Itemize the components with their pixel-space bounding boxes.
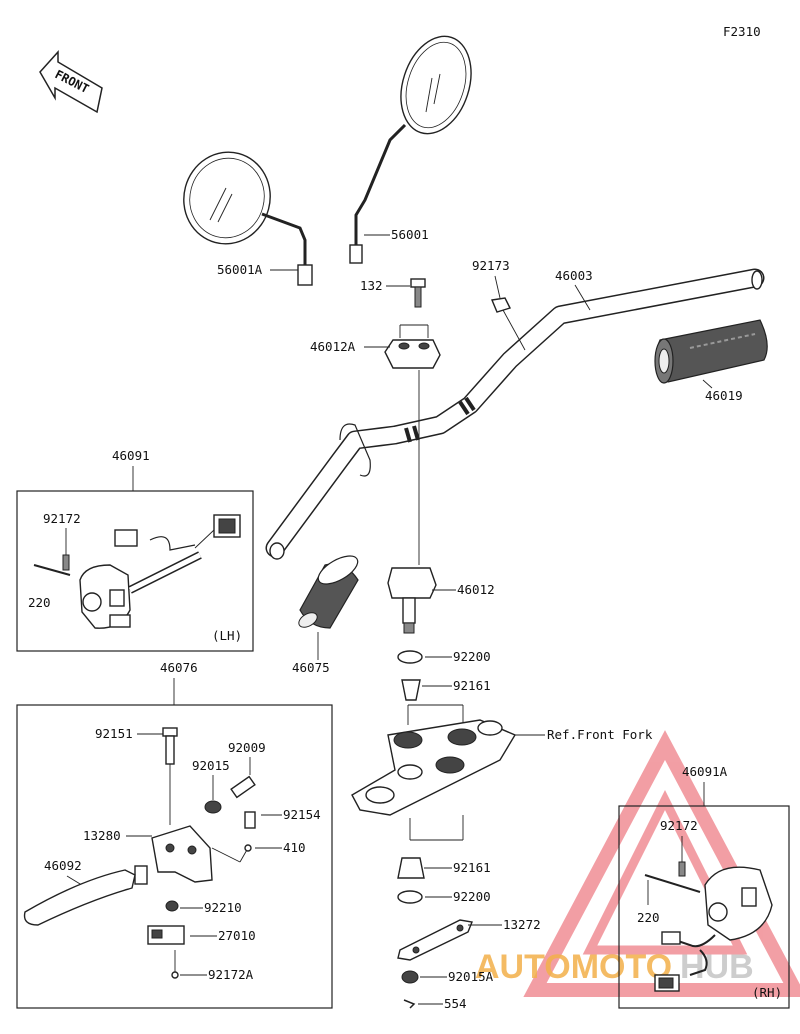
- damper-92161-bottom: [397, 857, 425, 879]
- clamp-upper-46012A: [384, 324, 441, 369]
- triple-clamp: [351, 719, 517, 816]
- washer-92200-top: [397, 650, 423, 664]
- bolt-92151: [162, 727, 178, 765]
- grip-left: [298, 555, 359, 629]
- label-220-rh: 220: [637, 910, 660, 925]
- label-92151: 92151: [95, 726, 133, 741]
- label-92172A: 92172A: [208, 967, 254, 982]
- plate-13272: [397, 919, 473, 961]
- label-92009: 92009: [228, 740, 266, 755]
- label-13272: 13272: [503, 917, 541, 932]
- nut-92015A: [401, 970, 419, 984]
- label-46003: 46003: [555, 268, 593, 283]
- switch-27010: [147, 925, 185, 945]
- grip-right: [654, 319, 768, 384]
- label-46091A: 46091A: [682, 764, 728, 779]
- label-ref-front-fork: Ref.Front Fork: [547, 727, 653, 742]
- label-46012A: 46012A: [310, 339, 356, 354]
- watermark-word-b: HUB: [680, 948, 754, 986]
- label-rh: (RH): [752, 985, 782, 1000]
- label-13280: 13280: [83, 828, 121, 843]
- screw-92009: [230, 775, 256, 799]
- damper-92161-top: [401, 679, 421, 701]
- label-92200-bottom: 92200: [453, 889, 491, 904]
- label-92154: 92154: [283, 807, 321, 822]
- clip-554: [403, 999, 416, 1009]
- label-92161-bottom: 92161: [453, 860, 491, 875]
- label-92172-rh: 92172: [660, 818, 698, 833]
- figure-id: F2310: [723, 24, 761, 39]
- clamp-lower-46012: [387, 567, 437, 634]
- front-arrow-icon: FRONT: [39, 50, 103, 114]
- watermark-word-a: AUTOMOTO: [475, 948, 672, 986]
- label-220-lh: 220: [28, 595, 51, 610]
- label-92200-top: 92200: [453, 649, 491, 664]
- label-46091: 46091: [112, 448, 150, 463]
- label-92161-top: 92161: [453, 678, 491, 693]
- mirror-left: [183, 151, 313, 286]
- label-46092: 46092: [44, 858, 82, 873]
- label-46019: 46019: [705, 388, 743, 403]
- clip-92173: [491, 297, 511, 313]
- label-92015A: 92015A: [448, 969, 494, 984]
- label-92015: 92015: [192, 758, 230, 773]
- group-box-rh-switch: [618, 805, 790, 1009]
- label-46012: 46012: [457, 582, 495, 597]
- label-554: 554: [444, 996, 467, 1011]
- switch-housing-rh: [654, 866, 773, 992]
- label-56001A: 56001A: [217, 262, 263, 277]
- washer-92200-bottom: [397, 890, 423, 904]
- switch-housing-lh: [79, 514, 241, 629]
- group-box-lever: [16, 704, 333, 1009]
- lever-bracket-13280: [134, 825, 213, 885]
- label-92172-lh: 92172: [43, 511, 81, 526]
- label-56001: 56001: [391, 227, 429, 242]
- label-92173: 92173: [472, 258, 510, 273]
- bolt-132: [410, 278, 426, 308]
- label-lh: (LH): [212, 628, 242, 643]
- handlebar: [265, 268, 765, 560]
- label-27010: 27010: [218, 928, 256, 943]
- label-92210: 92210: [204, 900, 242, 915]
- mirror-right: [349, 35, 472, 264]
- label-46076: 46076: [160, 660, 198, 675]
- label-46075: 46075: [292, 660, 330, 675]
- lever-46092: [23, 869, 136, 926]
- label-132: 132: [360, 278, 383, 293]
- label-410: 410: [283, 840, 306, 855]
- group-box-lh-switch: [16, 490, 254, 652]
